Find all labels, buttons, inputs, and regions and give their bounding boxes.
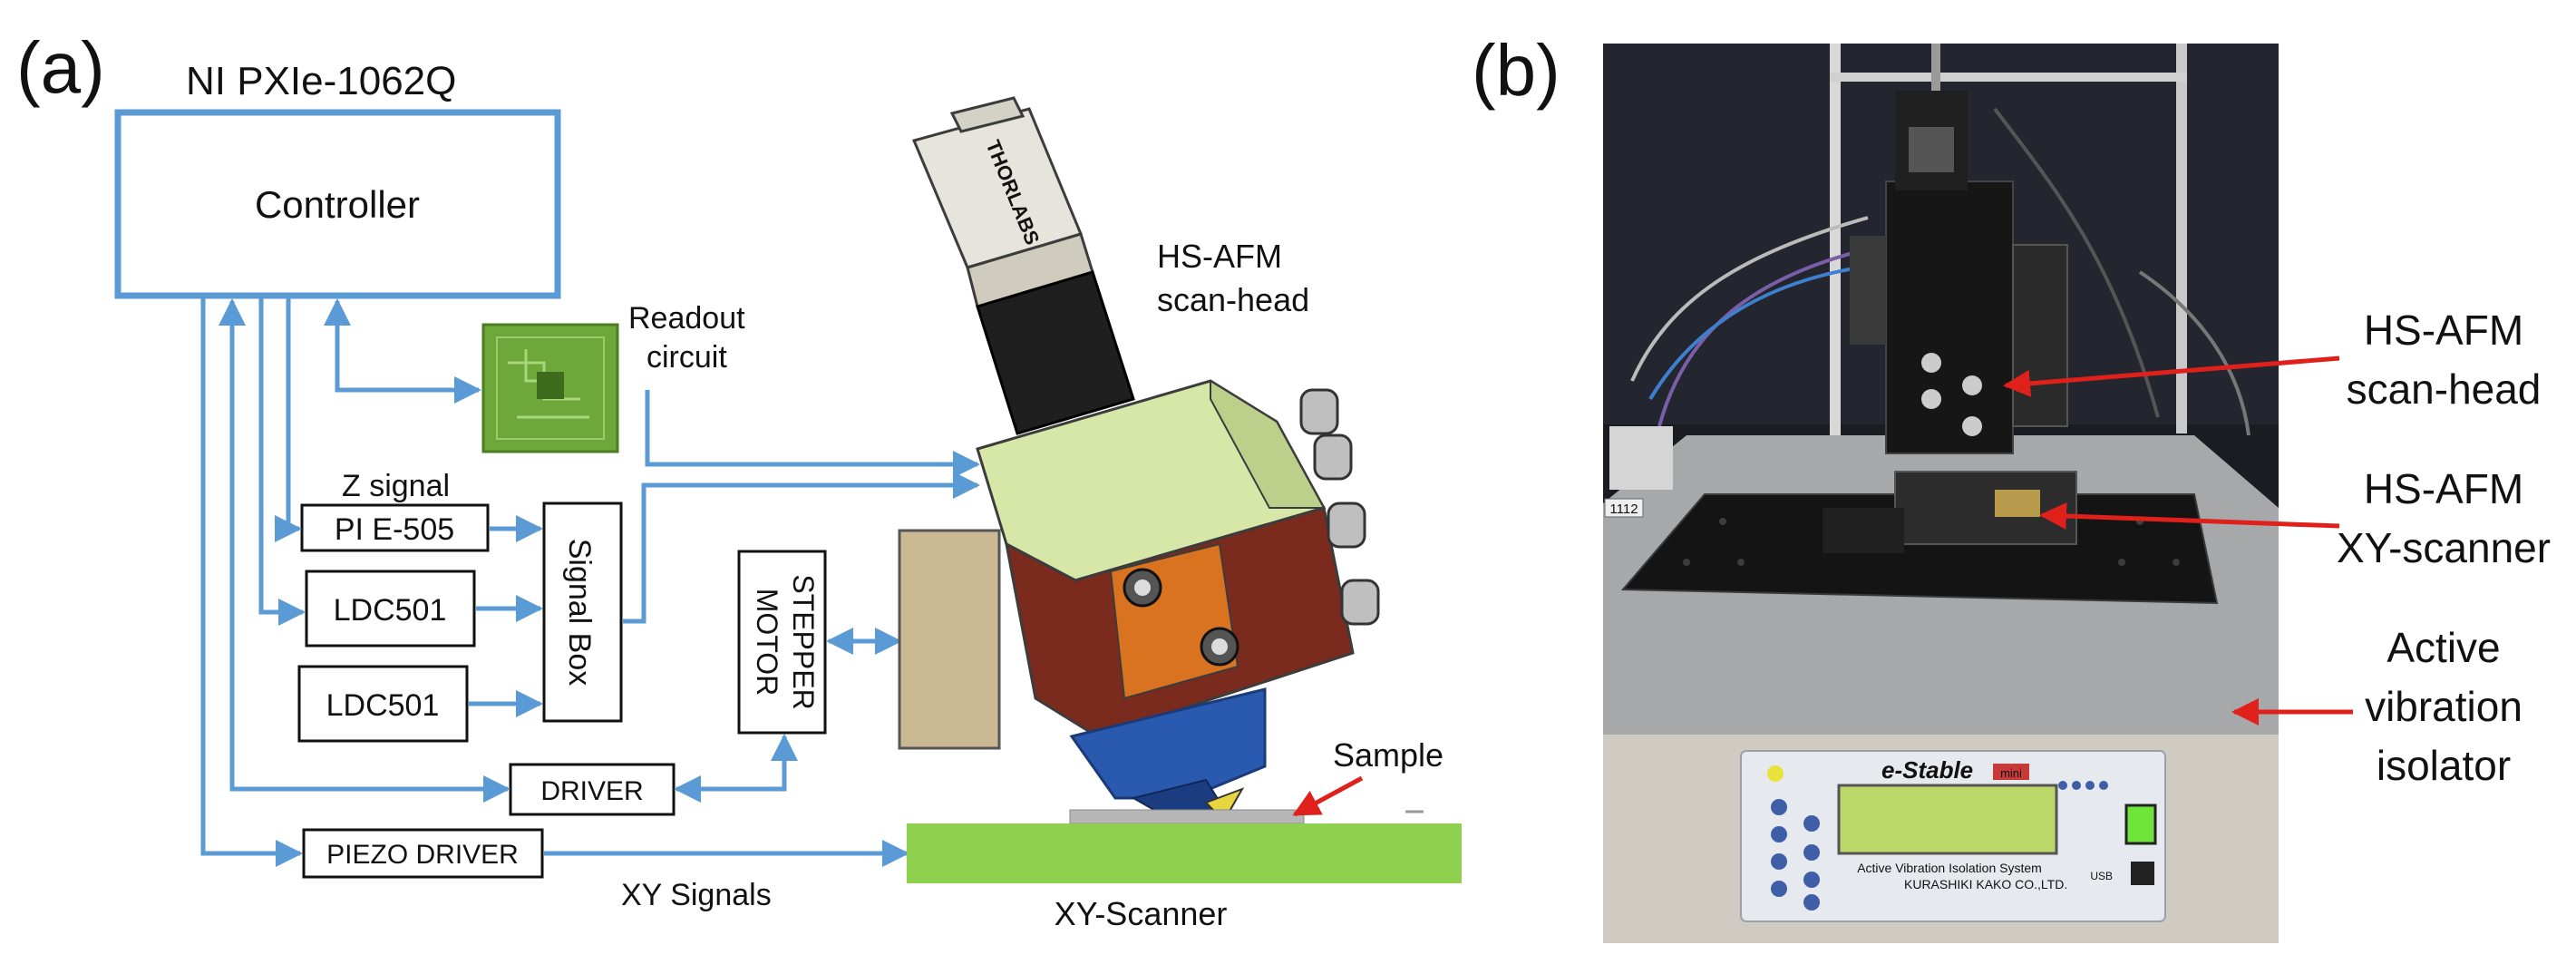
piezo-driver-label: PIEZO DRIVER xyxy=(326,840,519,870)
isolator-buttons xyxy=(1771,799,1820,911)
signal-box xyxy=(542,502,623,723)
xy-scanner-stage xyxy=(907,823,1462,883)
tip-holder xyxy=(1069,687,1267,800)
arrow-xyscanner xyxy=(2039,502,2340,530)
sample-label: Sample xyxy=(1333,736,1444,774)
panel-b-label: (b) xyxy=(1472,30,1560,111)
label-xyscanner-line2: XY-scanner xyxy=(2337,524,2551,571)
panel-a-label: (a) xyxy=(16,27,105,108)
wire-controller-ldc1 xyxy=(258,297,306,626)
scan-head-illustration: THORLABS xyxy=(898,96,1380,823)
scanhead-label-line1: HS-AFM xyxy=(1157,238,1282,275)
driver-box xyxy=(509,763,676,816)
label-scanhead-line2: scan-head xyxy=(2347,365,2542,413)
isolator-display-caption: Active Vibration Isolation System xyxy=(1857,861,2042,875)
arrow-scanhead xyxy=(2003,356,2340,397)
panel-b: (b) xyxy=(1472,30,2551,943)
side-mount xyxy=(898,529,1001,750)
usb-label: USB xyxy=(2090,870,2113,882)
wire-controller-pi xyxy=(275,297,302,542)
isolator-display xyxy=(1837,784,2058,855)
readout-label-line2: circuit xyxy=(646,340,727,375)
lens-tube xyxy=(976,270,1135,435)
controller-label: Controller xyxy=(255,183,420,226)
isolator-brand-sub: mini xyxy=(2000,766,2022,780)
wire-controller-readout xyxy=(324,298,481,404)
wire-signalbox-head xyxy=(623,472,980,624)
pi-e505-label: PI E-505 xyxy=(335,512,454,547)
photo-xy-scanner xyxy=(1894,471,2077,545)
power-switch xyxy=(2124,804,2157,845)
readout-circuit-board xyxy=(481,323,619,453)
photo-scan-head xyxy=(1885,180,2014,454)
sample-arrow xyxy=(1292,775,1364,817)
setup-photo: 1112 e-Stable mini Active Vibration Isol… xyxy=(1603,44,2279,943)
label-scanhead-line1: HS-AFM xyxy=(2364,307,2523,354)
ldc501-label-1: LDC501 xyxy=(334,593,447,628)
signal-box-label: Signal Box xyxy=(562,539,597,687)
photo-tag-text: 1112 xyxy=(1609,502,1638,517)
label-isolator-line3: isolator xyxy=(2377,742,2511,789)
adjustment-knobs xyxy=(1299,388,1380,626)
scanhead-label-line2: scan-head xyxy=(1157,281,1309,318)
xy-signals-label: XY Signals xyxy=(621,878,772,912)
stepper-label-line1: STEPPER xyxy=(787,574,820,709)
signal-wires xyxy=(200,297,980,867)
sample xyxy=(1069,809,1305,824)
isolator-brand: e-Stable xyxy=(1881,756,1973,784)
readout-label-line1: Readout xyxy=(628,301,745,336)
label-xyscanner-line1: HS-AFM xyxy=(2364,465,2523,512)
stepper-label-line2: MOTOR xyxy=(751,589,783,696)
label-isolator-line1: Active xyxy=(2386,624,2500,671)
camera: THORLABS xyxy=(911,96,1094,308)
photo-tag xyxy=(1604,498,1644,518)
wire-controller-piezo xyxy=(200,297,303,867)
ldc501-label-2: LDC501 xyxy=(326,688,440,723)
wire-driver-stepper xyxy=(674,734,798,803)
label-isolator-line2: vibration xyxy=(2365,683,2523,730)
stepper-motor-box xyxy=(737,550,827,735)
wire-controller-driver xyxy=(219,298,510,803)
driver-label: DRIVER xyxy=(540,776,643,806)
controller-box xyxy=(114,109,561,299)
chassis-title: NI PXIe-1062Q xyxy=(186,59,456,103)
panel-a: (a) NI PXIe-1062Q Controller Readout cir… xyxy=(16,27,1462,932)
z-signal-label: Z signal xyxy=(342,469,450,503)
piezo-driver-box xyxy=(302,828,544,879)
isolator-maker: KURASHIKI KAKO CO.,LTD. xyxy=(1904,877,2067,891)
xy-scanner-label: XY-Scanner xyxy=(1055,895,1228,932)
wire-readout-head xyxy=(645,390,980,478)
